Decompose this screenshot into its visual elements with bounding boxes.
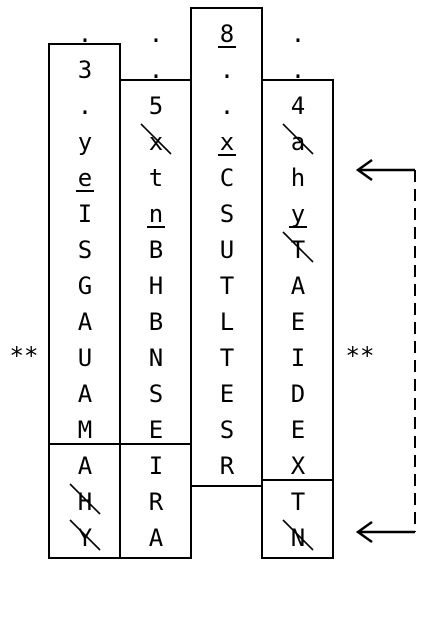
column-4-letter: . [291, 20, 305, 48]
column-4-letter: a [291, 128, 305, 156]
column-1-letter: H [78, 488, 92, 516]
column-2-letter: x [149, 128, 163, 156]
strike-mark [282, 231, 314, 263]
column-4-letter: E [291, 308, 305, 336]
column-2-letter: H [149, 272, 163, 300]
strike-mark [69, 519, 101, 551]
arrow-head-top-icon [355, 158, 373, 182]
column-2-letter: A [149, 524, 164, 552]
column-3-letter: U [220, 236, 234, 264]
column-1-letter: S [78, 236, 92, 264]
column-boxes [48, 7, 334, 559]
column-4-letter: T [291, 488, 305, 516]
column-box-4 [261, 79, 334, 559]
column-3-letter: S [220, 416, 234, 444]
column-1-letter: A [78, 380, 93, 408]
column-4-letter: D [291, 380, 305, 408]
column-4-letter: . [291, 56, 305, 84]
column-2-letter: N [149, 344, 163, 372]
column-1-letter: U [78, 344, 92, 372]
strike-mark [69, 483, 101, 515]
column-1-letter: M [78, 416, 92, 444]
column-2-letter: t [149, 164, 163, 192]
column-3-letter: . [220, 92, 234, 120]
column-3-letter: S [220, 200, 234, 228]
right-marker: ** [346, 342, 375, 370]
column-2-letter: 5 [149, 92, 163, 120]
column-3-letter: x [220, 128, 234, 156]
strike-mark [140, 123, 172, 155]
column-3-letter: C [220, 164, 234, 192]
column-2-letter: . [149, 20, 163, 48]
column-2-letter: S [149, 380, 163, 408]
column-1-letter: Y [78, 524, 93, 552]
column-2-letter: I [149, 452, 163, 480]
arrow-head-bottom-icon [355, 520, 373, 544]
column-4-letter: 4 [291, 92, 305, 120]
column-3-letter: T [220, 344, 234, 372]
strike-mark [282, 123, 314, 155]
column-4-letter: h [291, 164, 305, 192]
strike-mark [282, 519, 314, 551]
column-1-letter: e [78, 164, 92, 192]
column-2-letter: E [149, 416, 163, 444]
column-1-letter: y [78, 128, 92, 156]
column-2-letter: R [149, 488, 164, 516]
column-4-letter: T [291, 236, 305, 264]
column-2-letter: n [149, 200, 163, 228]
column-3-letter: . [220, 56, 234, 84]
column-2-letter: B [149, 236, 163, 264]
column-4-letter: y [291, 200, 305, 228]
column-1-letter: A [78, 452, 93, 480]
left-marker: ** [10, 342, 39, 370]
column-3-letter: R [220, 452, 235, 480]
column-3-letter: L [220, 308, 234, 336]
column-2-letter: . [149, 56, 163, 84]
column-letters: .3.yeISGAUAMAHY..5xtnBHBNSEIRA8..xCSUTLT… [69, 20, 314, 552]
column-1-letter: A [78, 308, 93, 336]
column-3-letter: 8 [220, 20, 234, 48]
column-4-letter: X [291, 452, 306, 480]
column-1-letter: . [78, 92, 92, 120]
column-2-letter: B [149, 308, 163, 336]
column-3-letter: T [220, 272, 234, 300]
column-box-1 [48, 43, 121, 559]
column-1-letter: . [78, 20, 92, 48]
column-4-letter: N [291, 524, 305, 552]
column-1-letter: 3 [78, 56, 92, 84]
column-1-letter: I [78, 200, 92, 228]
column-1-letter: G [78, 272, 92, 300]
column-4-letter: E [291, 416, 305, 444]
column-4-letter: I [291, 344, 305, 372]
column-3-letter: E [220, 380, 234, 408]
column-4-letter: A [291, 272, 306, 300]
wrap-arrow [355, 158, 416, 544]
